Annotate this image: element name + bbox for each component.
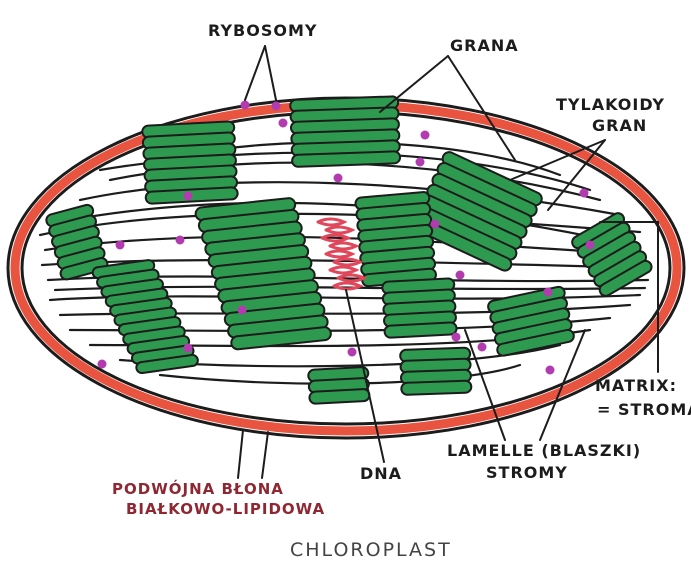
label-lamelle-line1: LAMELLE (BLASZKI) — [447, 443, 641, 459]
ribosome-dot — [416, 158, 425, 167]
granum-stack — [382, 278, 457, 338]
ribosome-dot — [241, 101, 250, 110]
ribosome-dot — [546, 366, 555, 375]
label-tylakoidy-line2: GRAN — [592, 118, 647, 134]
label-matrix-line2: = STROMA — [597, 402, 691, 418]
ribosome-dot — [544, 288, 553, 297]
pointer-rybosomy-a — [245, 46, 265, 100]
thylakoid-disc — [309, 389, 370, 404]
label-dna: DNA — [360, 466, 402, 482]
ribosome-dot — [98, 360, 107, 369]
ribosome-dot — [456, 271, 465, 280]
label-lamelle-line2: STROMY — [486, 465, 568, 481]
pointer-blona-a — [238, 430, 243, 478]
pointer-rybosomy-b — [265, 46, 276, 100]
ribosome-dot — [421, 131, 430, 140]
granum-stack — [142, 121, 238, 204]
ribosome-dot — [184, 344, 193, 353]
ribosome-dot — [176, 236, 185, 245]
thylakoid-disc — [292, 151, 400, 167]
ribosome-dot — [184, 192, 193, 201]
label-blona-line1: PODWÓJNA BŁONA — [112, 482, 284, 497]
thylakoid-disc — [401, 381, 471, 395]
ribosome-dot — [431, 220, 440, 229]
ribosome-dot — [334, 174, 343, 183]
label-rybosomy: RYBOSOMY — [208, 23, 317, 39]
ribosome-dot — [580, 189, 589, 198]
ribosome-dot — [478, 343, 487, 352]
ribosome-dot — [586, 241, 595, 250]
ribosome-dot — [348, 348, 357, 357]
ribosome-dot — [279, 119, 288, 128]
granum-stack — [290, 96, 400, 167]
label-matrix-line1: MATRIX: — [595, 378, 677, 394]
diagram-title: CHLOROPLAST — [290, 541, 452, 560]
label-tylakoidy-line1: TYLAKOIDY — [556, 97, 665, 113]
pointer-blona-b — [262, 432, 268, 478]
ribosome-dot — [272, 102, 281, 111]
label-grana: GRANA — [450, 38, 519, 54]
granum-stack — [308, 367, 370, 404]
label-blona-line2: BIAŁKOWO-LIPIDOWA — [126, 502, 325, 517]
granum-stack — [355, 192, 436, 287]
granum-stack — [400, 348, 472, 395]
ribosome-dot — [452, 333, 461, 342]
ribosome-dot — [238, 306, 247, 315]
thylakoid-disc — [384, 322, 457, 338]
ribosome-dot — [116, 241, 125, 250]
